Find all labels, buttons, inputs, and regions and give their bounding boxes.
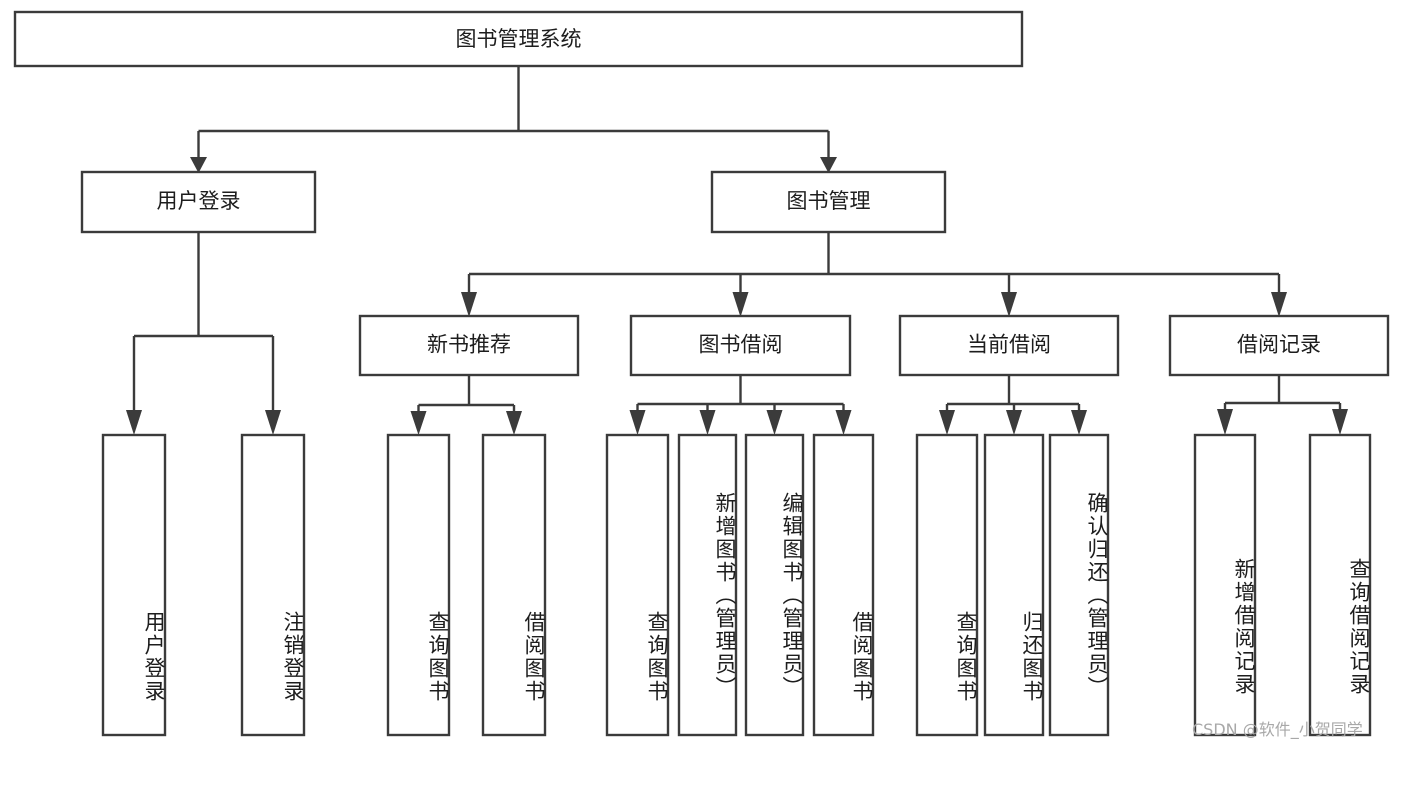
csdn-watermark: CSDN @软件_小贺同学 [1192,720,1363,739]
node-box-root[interactable] [13,10,1024,68]
node-box-leaf-user-login[interactable] [101,433,167,737]
node-label-book-manage: 图书管理 [787,189,871,213]
node-box-current-borrow[interactable] [898,314,1120,377]
node-box-leaf-user-logout[interactable] [240,433,306,737]
arrow-root-to-user-login [190,157,207,173]
arrow-userlogin-leaf-2 [265,410,281,435]
arrow-borrowrecord-leaf-2 [1332,409,1348,435]
node-box-leaf-query-book-1[interactable] [386,433,451,737]
arrow-currentborrow-leaf-3 [1071,410,1087,435]
arrow-borrowrecord-leaf-1 [1217,409,1233,435]
arrow-bookborrow-leaf-3 [766,410,783,435]
node-box-leaf-add-borrow-record[interactable] [1193,433,1257,737]
connectors-layer [126,66,1348,435]
arrow-root-to-book-manage [820,157,837,173]
arrow-newbook-leaf-2 [506,411,522,435]
arrow-bookborrow-leaf-4 [835,410,852,435]
arrow-bookmanage-to-borrow-record [1271,292,1287,317]
node-label-book-borrow: 图书借阅 [699,333,783,357]
node-box-borrow-record[interactable] [1168,314,1390,377]
node-label-current-borrow: 当前借阅 [967,333,1051,357]
arrow-newbook-leaf-1 [410,411,427,435]
node-box-leaf-query-book-2[interactable] [605,433,670,737]
node-box-leaf-query-book-3[interactable] [915,433,979,737]
arrow-currentborrow-leaf-1 [939,410,955,435]
arrow-bookborrow-leaf-1 [629,410,646,435]
node-box-book-borrow[interactable] [629,314,852,377]
arrow-bookmanage-to-new-book [461,292,477,317]
node-box-leaf-edit-book-admin[interactable] [744,433,805,737]
hierarchy-tree-svg: 图书管理系统 用户登录 图书管理 新书推荐 图书借阅 当前借阅 借阅记录 [13,10,1390,737]
nodes-layer: 图书管理系统 用户登录 图书管理 新书推荐 图书借阅 当前借阅 借阅记录 [13,10,1390,737]
arrow-currentborrow-leaf-2 [1006,410,1022,435]
node-label-root: 图书管理系统 [456,27,582,51]
node-box-new-book-recommend[interactable] [358,314,580,377]
arrow-bookborrow-leaf-2 [699,410,716,435]
node-label-new-book-recommend: 新书推荐 [427,333,511,357]
diagram-canvas: 图书管理系统 用户登录 图书管理 新书推荐 图书借阅 当前借阅 借阅记录 [13,10,1390,739]
node-label-user-login: 用户登录 [157,189,241,213]
node-box-leaf-confirm-return-admin[interactable] [1048,433,1110,737]
node-box-leaf-return-book[interactable] [983,433,1045,737]
node-box-leaf-add-book-admin[interactable] [677,433,738,737]
arrow-bookmanage-to-current-borrow [1001,292,1017,317]
arrow-userlogin-leaf-1 [126,410,142,435]
node-box-leaf-query-borrow-record[interactable] [1308,433,1372,737]
node-box-book-manage[interactable] [710,170,947,234]
node-label-borrow-record: 借阅记录 [1237,333,1321,357]
node-box-leaf-borrow-book-1[interactable] [481,433,547,737]
node-box-user-login[interactable] [80,170,317,234]
arrow-bookmanage-to-book-borrow [732,292,749,317]
node-box-leaf-borrow-book-2[interactable] [812,433,875,737]
